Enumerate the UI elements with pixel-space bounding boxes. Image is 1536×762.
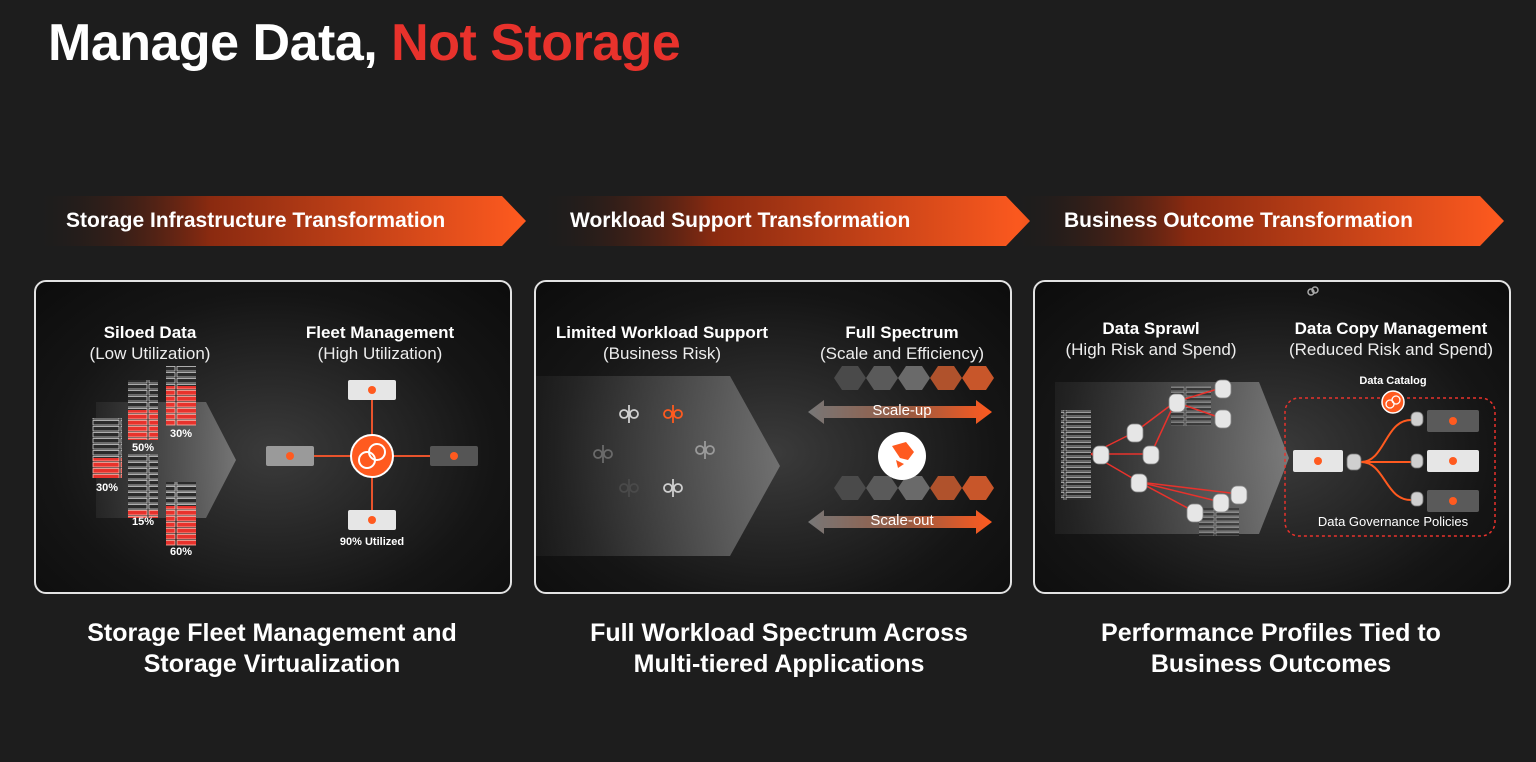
banner-arrow-shape bbox=[40, 196, 526, 246]
server-rack-icon bbox=[1061, 410, 1091, 500]
server-rack-icon bbox=[1199, 508, 1239, 536]
silo-percent: 15% bbox=[131, 516, 155, 528]
silo-percent: 50% bbox=[131, 442, 155, 454]
database-icon bbox=[1092, 379, 1248, 523]
database-icon bbox=[1346, 411, 1424, 507]
title-accent: Not Storage bbox=[391, 14, 681, 72]
panel-data-copy-management: Data Sprawl(High Risk and Spend) Data Co… bbox=[1033, 280, 1511, 594]
link-icon bbox=[1307, 286, 1319, 296]
catalog-icon bbox=[1381, 390, 1405, 414]
panel-2-diagram bbox=[536, 366, 994, 556]
data-copy-management-label: Data Copy Management(Reduced Risk and Sp… bbox=[1288, 319, 1494, 359]
hexagon-icon bbox=[834, 366, 994, 500]
scale-out-label: Scale-out bbox=[870, 512, 934, 529]
fleet-utilization: 90% Utilized bbox=[339, 536, 405, 548]
page-title: Manage Data, Not Storage bbox=[48, 12, 681, 74]
banner-label: Workload Support Transformation bbox=[570, 209, 911, 232]
banner-business-outcome: Business Outcome Transformation bbox=[1018, 196, 1504, 246]
transition-chevron bbox=[536, 376, 780, 556]
banner-label: Business Outcome Transformation bbox=[1064, 209, 1413, 232]
silo-percent: 30% bbox=[169, 428, 193, 440]
banner-workload-support: Workload Support Transformation bbox=[544, 196, 1030, 246]
full-spectrum-label: Full Spectrum(Scale and Efficiency) bbox=[819, 323, 985, 363]
banner-arrow-shape bbox=[1018, 196, 1504, 246]
fleet-management-label: Fleet Management(High Utilization) bbox=[305, 323, 455, 363]
panel-3-diagram bbox=[1055, 286, 1496, 537]
pure-logo-icon bbox=[878, 432, 926, 480]
governance-label: Data Governance Policies bbox=[1317, 514, 1469, 529]
panel-workload-spectrum: Limited Workload Support(Business Risk) … bbox=[534, 280, 1012, 594]
storage-array-icon bbox=[266, 380, 478, 530]
banner-storage-infrastructure: Storage Infrastructure Transformation bbox=[40, 196, 526, 246]
double-arrow-icon bbox=[808, 400, 992, 534]
scale-up-label: Scale-up bbox=[872, 402, 932, 419]
banner-label: Storage Infrastructure Transformation bbox=[66, 209, 446, 232]
limited-workload-label: Limited Workload Support(Business Risk) bbox=[555, 323, 769, 363]
panel-1-diagram bbox=[92, 366, 478, 546]
fleet-hub-icon bbox=[350, 434, 394, 478]
siloed-data-label: Siloed Data(Low Utilization) bbox=[89, 323, 211, 363]
storage-array-icon bbox=[1293, 410, 1479, 512]
banner-arrow-shape bbox=[544, 196, 1030, 246]
workload-icon bbox=[593, 405, 715, 497]
server-rack-icon bbox=[92, 366, 196, 546]
panel-storage-fleet: Siloed Data(Low Utilization) Fleet Manag… bbox=[34, 280, 512, 594]
silo-percent: 60% bbox=[169, 546, 193, 558]
data-catalog-label: Data Catalog bbox=[1359, 375, 1427, 387]
silo-percent: 30% bbox=[95, 482, 119, 494]
data-sprawl-label: Data Sprawl(High Risk and Spend) bbox=[1065, 319, 1237, 359]
copy-lines bbox=[1360, 419, 1412, 501]
title-prefix: Manage Data, bbox=[48, 14, 392, 72]
